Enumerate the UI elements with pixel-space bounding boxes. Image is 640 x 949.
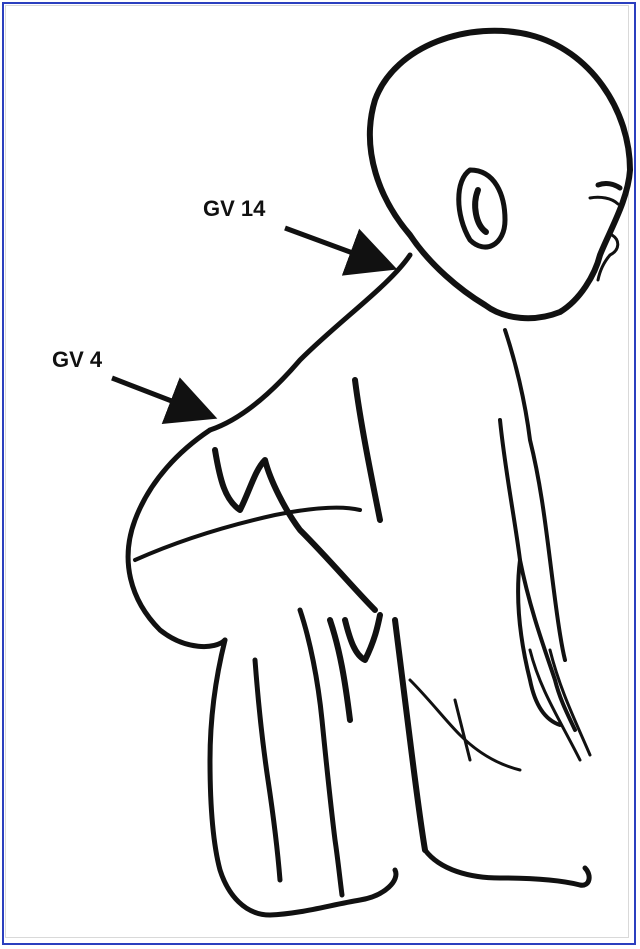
thigh [210, 640, 396, 915]
arrow-gv14 [285, 228, 388, 266]
ear [459, 170, 505, 247]
diaper-outline [128, 430, 225, 647]
head-outline [370, 31, 630, 318]
label-gv4: GV 4 [52, 347, 102, 373]
label-gv14: GV 14 [203, 196, 265, 222]
arm [355, 380, 380, 520]
back-outline [210, 255, 410, 430]
front-leg [330, 620, 425, 850]
front-outline [505, 330, 565, 660]
eye [598, 184, 620, 188]
arrow-gv4 [112, 378, 208, 415]
